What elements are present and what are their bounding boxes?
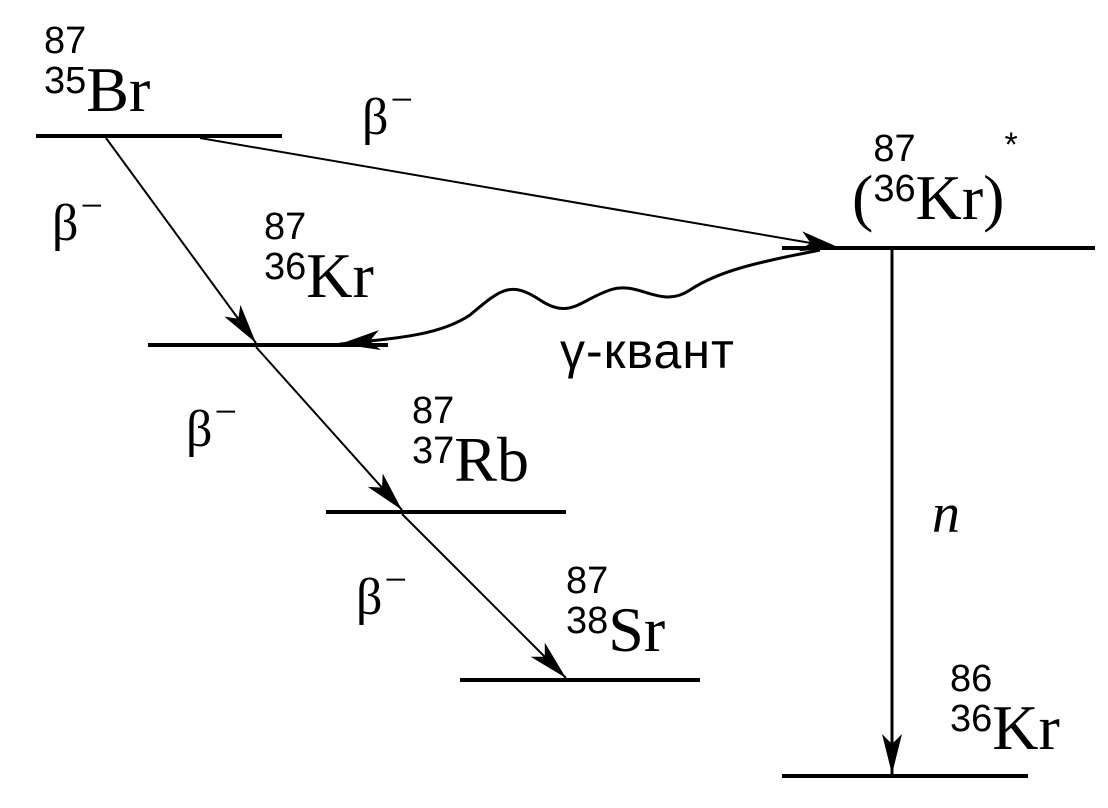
excited-star: * [1004,126,1018,164]
gamma-wavy-arrow [339,248,821,350]
element-symbol: Rb [454,424,529,495]
nuclide-kr87: 87 36 Kr [264,208,374,308]
atomic-number: 35 [44,60,87,102]
neutron-label: n [932,483,960,545]
arrow-br-to-kr-excited [199,137,841,252]
element-symbol: Kr [992,692,1060,763]
beta-label-rb-sr: β− [356,557,408,626]
mass-number: 86 [950,658,993,700]
nuclide-br87: 87 35 Br [44,22,150,122]
arrow-kr-to-rb [255,346,403,511]
element-symbol: Sr [608,594,666,665]
element-symbol: Kr [915,162,984,233]
atomic-number: 37 [412,430,455,472]
atomic-number: 36 [950,698,993,740]
element-symbol: Br [86,54,151,125]
beta-label-kr-rb: β− [186,389,238,458]
nuclide-rb87: 87 37 Rb [412,392,529,492]
arrow-rb-to-sr [401,513,567,679]
close-paren: ) [983,162,1005,233]
mass-number: 87 [412,390,455,432]
beta-label-br-kr: β− [52,183,104,252]
nuclide-kr87-excited: ( 87 36 Kr)* [852,128,1018,230]
mass-number: 87 [566,560,609,602]
mass-number: 87 [873,128,916,170]
nuclide-kr86: 86 36 Kr [950,660,1060,760]
beta-label-br-kr-excited: β− [362,77,414,146]
mass-number: 87 [264,206,307,248]
arrow-br-to-kr [105,137,257,344]
gamma-quantum-label: γ-квант [560,323,735,379]
open-paren: ( [852,162,874,233]
nuclide-sr87: 87 38 Sr [566,562,665,662]
element-symbol: Kr [306,240,374,311]
atomic-number: 38 [566,600,609,642]
mass-number: 87 [44,20,87,62]
atomic-number: 36 [873,168,916,210]
atomic-number: 36 [264,246,307,288]
